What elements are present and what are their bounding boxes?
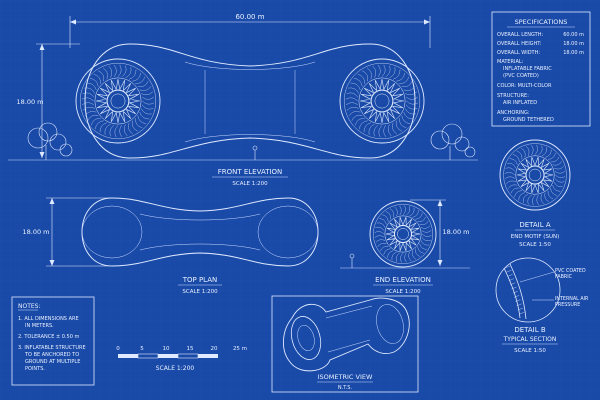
length-dimension-label: 60.00 m <box>235 13 264 21</box>
detail-b: PVC COATED FABRIC INTERNAL AIR PRESSURE … <box>495 257 589 354</box>
top-plan-scale: SCALE 1:200 <box>182 289 218 295</box>
detail-a: DETAIL A END MOTIF (SUN) SCALE 1:50 <box>499 139 571 248</box>
tree-left <box>27 122 73 160</box>
spec-label: GROUND TETHERED <box>503 117 554 123</box>
end-height-dimension-label: 18.00 m <box>442 228 469 236</box>
scale-tick-label: 5 <box>140 346 144 352</box>
detail-b-air-label: INTERNAL AIR <box>555 296 589 302</box>
top-plan: 18.00 m TOP PLAN SCALE 1:200 <box>22 197 319 295</box>
detail-a-scale: SCALE 1:50 <box>519 242 551 248</box>
fabric-hatch <box>504 265 525 315</box>
scale-tick-label: 20 <box>211 346 218 352</box>
spec-label: OVERALL HEIGHT: <box>497 41 542 47</box>
detail-b-air-label: PRESSURE <box>555 302 580 308</box>
scale-bar: 0 5 10 15 20 25 m SCALE 1:200 <box>116 346 247 372</box>
front-elevation-title: FRONT ELEVATION <box>218 168 283 176</box>
detail-a-sun-motif <box>499 139 571 211</box>
detail-b-fabric-label: PVC COATED <box>555 268 586 274</box>
end-elevation-scale: SCALE 1:200 <box>385 289 421 295</box>
top-plan-title: TOP PLAN <box>182 276 218 284</box>
note-line: 1. ALL DIMENSIONS ARE <box>18 316 79 322</box>
spec-label: COLOR: MULTI-COLOR <box>497 83 552 89</box>
scale-tick-label: 25 m <box>233 346 247 352</box>
spec-label: ANCHORING: <box>497 110 530 116</box>
spec-label: INFLATABLE FABRIC <box>503 66 552 72</box>
scale-bar-label: SCALE 1:200 <box>156 365 195 372</box>
note-line: TO BE ANCHORED TO <box>24 352 79 358</box>
specifications-box: SPECIFICATIONS OVERALL LENGTH: 60.00 m O… <box>491 11 591 127</box>
spec-label: STRUCTURE: <box>497 93 529 99</box>
isometric-title: ISOMETRIC VIEW <box>318 373 373 381</box>
spec-value: 18.00 m <box>563 50 584 56</box>
top-plan-outline <box>81 197 319 267</box>
note-line: 2. TOLERANCE ± 0.50 m <box>18 334 79 340</box>
front-elevation-scale: SCALE 1:200 <box>232 181 268 187</box>
end-sun-motif <box>369 200 437 268</box>
detail-b-scale: SCALE 1:50 <box>514 348 546 354</box>
spec-label: MATERIAL: <box>497 59 524 65</box>
spec-label: AIR INFLATED <box>503 100 537 106</box>
specifications-title: SPECIFICATIONS <box>515 18 568 26</box>
end-elevation-title: END ELEVATION <box>375 276 431 284</box>
scale-tick-label: 0 <box>116 346 120 352</box>
notes-title: NOTES: <box>18 303 41 310</box>
height-dimension-label: 18.00 m <box>16 98 43 106</box>
width-dimension-label: 18.00 m <box>22 228 49 236</box>
spec-value: 60.00 m <box>563 32 584 38</box>
front-elevation: 60.00 m 18.00 m <box>8 13 478 187</box>
end-elevation: 18.00 m END ELEVATION SCALE 1:200 <box>340 199 470 295</box>
notes-box: NOTES: 1. ALL DIMENSIONS ARE IN METERS. … <box>11 296 95 386</box>
isometric-scale: N.T.S. <box>338 385 353 391</box>
scale-tick-label: 15 <box>187 346 194 352</box>
detail-b-subtitle: TYPICAL SECTION <box>503 336 557 343</box>
note-line: IN METERS. <box>25 323 54 329</box>
scale-tick-label: 10 <box>163 346 170 352</box>
note-line: POINTS. <box>25 366 45 372</box>
sun-motif-right <box>339 58 425 144</box>
spec-label: OVERALL LENGTH: <box>497 32 543 38</box>
note-line: 3. INFLATABLE STRUCTURE <box>18 345 86 351</box>
detail-a-title: DETAIL A <box>519 221 551 229</box>
sun-motif-left <box>75 58 161 144</box>
front-balloon-outline <box>84 43 416 159</box>
spec-label: (PVC COATED) <box>503 73 539 79</box>
isometric-view: ISOMETRIC VIEW N.T.S. <box>271 295 419 393</box>
note-line: GROUND AT MULTIPLE <box>25 359 80 365</box>
isometric-balloon-outline <box>283 297 410 372</box>
end-human-figure <box>349 253 355 268</box>
detail-b-fabric-label: FABRIC <box>555 274 573 280</box>
human-scale-figure <box>252 145 258 160</box>
tree-right <box>430 123 476 160</box>
spec-value: 18.00 m <box>563 41 584 47</box>
detail-b-title: DETAIL B <box>514 326 546 334</box>
detail-a-subtitle: END MOTIF (SUN) <box>511 234 559 240</box>
detail-b-circle <box>495 257 561 323</box>
spec-label: OVERALL WIDTH: <box>497 50 540 56</box>
